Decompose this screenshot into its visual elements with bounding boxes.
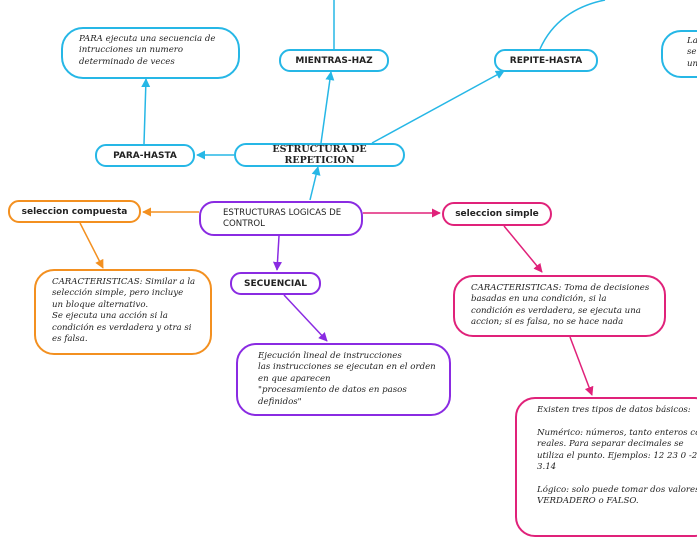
node-seleccion-compuesta[interactable]: seleccion compuesta (8, 200, 141, 223)
edge-root-secuencial (272, 235, 282, 271)
note-secuencial: Ejecución lineal de instrucciones las in… (236, 343, 451, 416)
node-secuencial[interactable]: SECUENCIAL (230, 272, 321, 295)
node-root-estructuras-logicas[interactable]: ESTRUCTURAS LOGICAS DE CONTROL (199, 201, 363, 236)
node-para-hasta[interactable]: PARA-HASTA (95, 144, 195, 167)
note-seleccion-simple: CARACTERISTICAS: Toma de decisiones basa… (453, 275, 666, 337)
edge-simple-note-tipos (569, 336, 594, 396)
node-repite-hasta[interactable]: REPITE-HASTA (494, 49, 598, 72)
node-mientras-haz[interactable]: MIENTRAS-HAZ (279, 49, 389, 72)
edge-repeticion-repite-hasta (371, 70, 505, 144)
note-para-hasta: PARA ejecuta una secuencia de intruccion… (61, 27, 240, 79)
edge-seleccion-simple-note (503, 225, 543, 273)
edge-repite-hasta-up (539, 0, 606, 50)
note-tipos-de-datos: Existen tres tipos de datos básicos: Num… (515, 397, 697, 537)
edge-para-hasta-note (141, 78, 151, 145)
node-estructura-repeticion[interactable]: ESTRUCTURA DE REPETICION (234, 143, 405, 167)
edge-repeticion-mientras-haz (320, 71, 335, 144)
node-seleccion-simple[interactable]: seleccion simple (442, 202, 552, 226)
note-repite-hasta-partial: La se un (661, 30, 697, 78)
note-seleccion-compuesta: CARACTERISTICAS: Similar a la selección … (34, 269, 212, 355)
edge-secuencial-note (283, 294, 328, 342)
edge-seleccion-compuesta-note (79, 222, 104, 269)
mind-map-connectors (79, 0, 606, 396)
edge-root-repeticion (309, 166, 321, 201)
